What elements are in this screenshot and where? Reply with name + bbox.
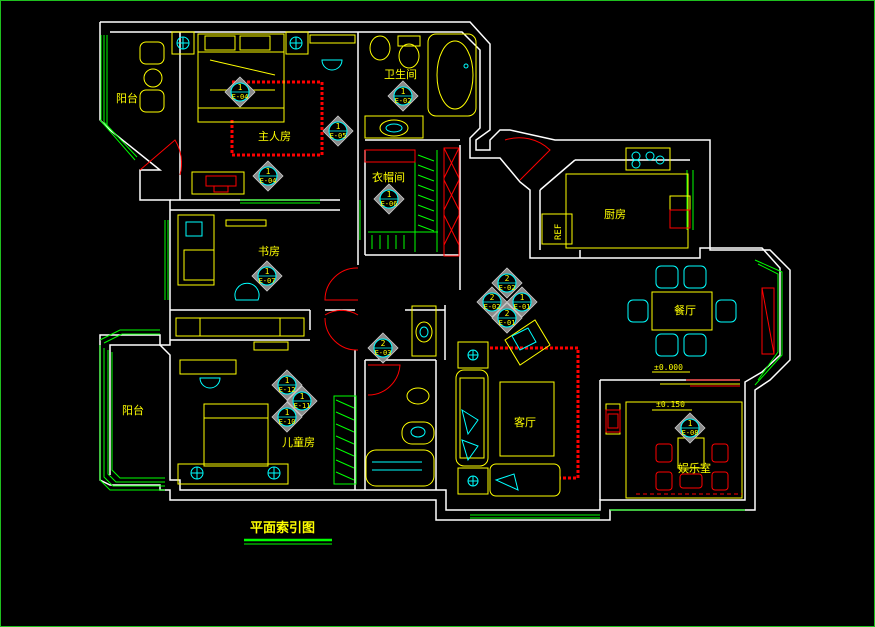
index-tag-closet: 1E-06 <box>373 183 405 215</box>
index-tag-kids-c: 1E-10 <box>271 401 303 433</box>
dining-furniture <box>651 291 713 331</box>
index-tag-code: E-08 <box>682 429 699 437</box>
walls <box>99 21 791 521</box>
index-tag-kids-a: 1E-12 <box>271 369 303 401</box>
guest-bath-fixtures <box>365 305 437 487</box>
guest-bath-plumbing <box>372 326 429 471</box>
room-label-kitchen: 厨房 <box>604 208 626 221</box>
index-tag-code: E-06 <box>381 200 398 208</box>
index-tag-number: 1 <box>401 87 406 96</box>
index-tag-number: 1 <box>387 190 392 199</box>
room-label-living: 客厅 <box>514 415 536 429</box>
index-tag-code: E-10 <box>279 418 296 426</box>
index-tag-living-top: 2E-02 <box>491 267 523 299</box>
index-tags: 1E-041E-051E-021E-041E-061E-072E-031E-12… <box>224 76 706 444</box>
room-label-kids-room: 儿童房 <box>282 435 315 449</box>
index-tag-living-left: 2E-02 <box>476 286 508 318</box>
master-bedroom-fixtures <box>176 36 343 71</box>
balcony-chairs <box>139 41 165 113</box>
index-tag-code: E-07 <box>259 277 276 285</box>
index-tag-living-right: 1E-01 <box>506 286 538 318</box>
kitchen-furniture <box>541 147 691 249</box>
room-labels: 阳台 主人房 卫生间 衣帽间 厨房 书房 餐厅 客厅 阳台 儿童房 娱乐室 <box>116 67 711 475</box>
index-tag-number: 1 <box>520 293 525 302</box>
dining-window-cabinet <box>761 287 775 355</box>
master-bedroom-furniture <box>171 31 356 123</box>
index-tag-code: E-01 <box>514 303 531 311</box>
index-tag-bath: 1E-02 <box>387 80 419 112</box>
room-label-bathroom: 卫生间 <box>384 67 417 81</box>
kids-room-fixtures <box>190 377 281 480</box>
index-tag-code: E-01 <box>499 319 516 327</box>
dining-chairs <box>627 265 737 357</box>
living-room-furniture <box>455 319 561 497</box>
index-tag-number: 1 <box>265 267 270 276</box>
index-tag-number: 2 <box>490 293 495 302</box>
entertainment-seating <box>605 379 742 495</box>
room-label-balcony-top: 阳台 <box>116 91 138 105</box>
index-tag-kids-b: 1E-11 <box>286 385 318 417</box>
curtains <box>230 80 580 480</box>
index-tag-study: 1E-07 <box>251 260 283 292</box>
index-tag-corridor: 1E-04 <box>252 160 284 192</box>
room-label-study: 书房 <box>258 245 280 258</box>
index-tag-code: E-12 <box>279 386 296 394</box>
room-label-dining: 餐厅 <box>674 303 696 317</box>
index-tag-number: 1 <box>688 419 693 428</box>
room-label-balcony-bottom: 阳台 <box>122 403 144 417</box>
study-chair <box>185 221 260 301</box>
index-tag-number: 1 <box>336 122 341 131</box>
room-label-walk-in-closet: 衣帽间 <box>372 170 405 184</box>
closet-racks <box>368 150 438 252</box>
room-label-entertainment: 娱乐室 <box>678 461 711 475</box>
doors <box>139 137 551 396</box>
drawing-title: 平面索引图 <box>250 520 315 536</box>
index-tag-ent: 1E-08 <box>674 412 706 444</box>
level-entertainment: ±0.150 <box>656 400 685 409</box>
index-tag-number: 1 <box>285 376 290 385</box>
level-main: ±0.000 <box>654 363 683 372</box>
corridor-box <box>191 171 245 195</box>
room-label-master-bedroom: 主人房 <box>258 130 291 143</box>
index-tag-code: E-05 <box>330 132 347 140</box>
kitchen-hood <box>669 209 691 229</box>
index-tag-number: 2 <box>505 274 510 283</box>
index-tag-entry: 2E-03 <box>367 332 399 364</box>
index-tag-code: E-02 <box>499 284 516 292</box>
windows <box>99 35 783 519</box>
bathroom-plumbing <box>385 63 469 133</box>
index-tag-number: 1 <box>238 83 243 92</box>
closet-cabinets <box>364 147 460 257</box>
bathroom-fixtures <box>364 33 477 139</box>
index-tag-code: E-02 <box>395 97 412 105</box>
index-tag-number: 2 <box>505 309 510 318</box>
index-tag-number: 2 <box>381 339 386 348</box>
fridge-label: REF <box>554 224 564 240</box>
living-room-fixtures <box>461 327 537 491</box>
corridor-cabinet <box>205 175 237 193</box>
index-tag-code: E-03 <box>375 349 392 357</box>
kitchen-stove <box>631 151 665 169</box>
index-tag-master-side: 1E-05 <box>322 115 354 147</box>
index-tag-number: 1 <box>266 167 271 176</box>
study-furniture <box>175 214 305 337</box>
index-tag-number: 1 <box>300 392 305 401</box>
kids-room-furniture <box>177 341 289 485</box>
index-tag-number: 1 <box>285 408 290 417</box>
index-tag-code: E-04 <box>232 93 249 101</box>
index-tag-living-bottom: 2E-01 <box>491 302 523 334</box>
kids-wardrobe <box>333 395 357 485</box>
index-tag-code: E-11 <box>294 402 311 410</box>
index-tag-master: 1E-04 <box>224 76 256 108</box>
level-marks: ±0.000 ±0.150 <box>652 363 692 411</box>
index-tag-code: E-02 <box>484 303 501 311</box>
index-tag-code: E-04 <box>260 177 277 185</box>
